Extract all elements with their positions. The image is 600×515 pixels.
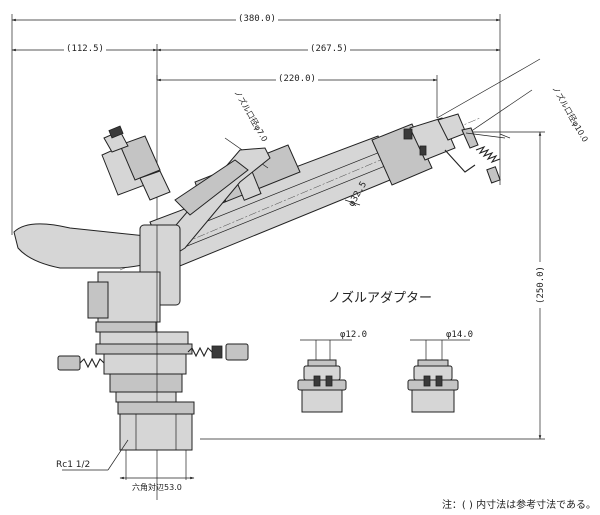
dimension-height: (250.0)	[534, 131, 546, 440]
barrel	[119, 113, 511, 271]
dimension-right: (267.5)	[156, 42, 501, 54]
counterweight	[101, 125, 171, 201]
hex-across-label: 六角対辺53.0	[132, 482, 182, 492]
body	[87, 224, 193, 500]
adapter-b: φ14.0	[407, 330, 473, 413]
left-width-label: (112.5)	[66, 44, 104, 54]
sub-nozzle-label: ノズル口径φ7.0	[232, 88, 270, 143]
height-label: (250.0)	[536, 266, 546, 304]
deflector-spring	[475, 145, 501, 184]
main-nozzle-label: ノズル口径φ10.0	[550, 84, 590, 144]
thread-callout: Rc1 1/2	[56, 439, 129, 471]
dimension-left: (112.5)	[11, 42, 158, 54]
dimension-nozzle-reach: (220.0)	[156, 72, 438, 84]
footnote: 注：( ) 内寸法は参考寸法である。	[442, 498, 596, 511]
adapter-a: φ12.0	[297, 330, 367, 413]
dimension-overall: (380.0)	[11, 12, 501, 24]
nozzle-adapter-section: ノズルアダプター φ12.0 φ14.0	[297, 290, 473, 413]
left-adjuster	[57, 355, 105, 371]
right-width-label: (267.5)	[310, 44, 348, 54]
nozzle-reach-label: (220.0)	[278, 74, 316, 84]
thread-label: Rc1 1/2	[56, 460, 90, 470]
hex-nut: 六角対辺53.0	[117, 401, 195, 492]
overall-width-label: (380.0)	[238, 14, 276, 24]
adapter-b-size: φ14.0	[446, 330, 473, 340]
right-adjuster	[187, 343, 249, 361]
adapter-a-size: φ12.0	[340, 330, 367, 340]
adapter-title: ノズルアダプター	[328, 290, 432, 306]
